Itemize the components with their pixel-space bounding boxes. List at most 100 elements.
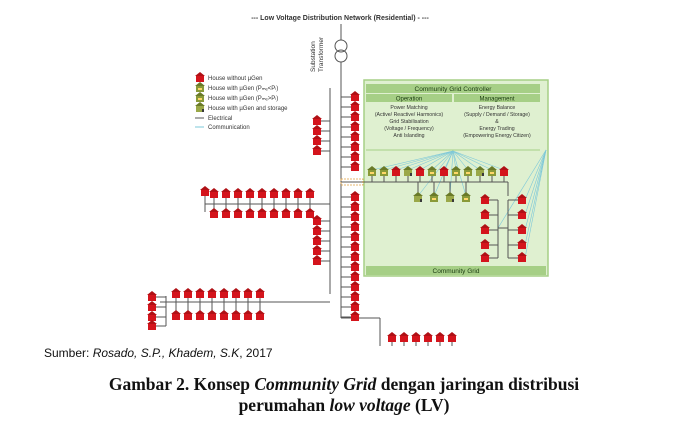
house-icon	[447, 332, 457, 342]
management-line: Energy Trading	[479, 126, 514, 132]
management-line: Energy Balance	[479, 105, 516, 111]
house-icon	[171, 288, 181, 298]
operation-line: (Voltage / Frequency)	[384, 126, 434, 132]
house-icon	[350, 241, 360, 251]
figure-caption: Gambar 2. Konsep Community Grid dengan j…	[0, 374, 688, 416]
house-icon	[312, 115, 322, 125]
house-icon	[312, 245, 322, 255]
source-citation: Sumber: Rosado, S.P., Khadem, S.K, 2017	[44, 346, 273, 360]
house-icon	[350, 261, 360, 271]
house-icon	[255, 310, 265, 320]
house-icon	[350, 231, 360, 241]
substation-transformer-icon	[334, 24, 348, 74]
legend-label-house-without-ugen: House without µGen	[208, 76, 263, 82]
legend-label-house-ugen-high: House with µGen (Pₘₑ>Pₗ)	[208, 96, 278, 102]
caption-text: dengan jaringan distribusi	[376, 374, 580, 394]
house-icon	[147, 301, 157, 311]
house-icon	[195, 288, 205, 298]
house-icon	[350, 191, 360, 201]
house-icon	[147, 320, 157, 330]
house-icon	[350, 101, 360, 111]
caption-italic: Community Grid	[254, 374, 377, 394]
house-icon	[257, 208, 267, 218]
community-grid-connection-marker	[340, 178, 364, 186]
house-icon	[231, 288, 241, 298]
house-icon	[233, 188, 243, 198]
operation-line: (Active/ Reactive/ Harmonics)	[375, 112, 444, 118]
caption-text: perumahan	[238, 395, 330, 415]
house-icon	[293, 188, 303, 198]
house-icon	[312, 145, 322, 155]
management-line: (Empowering Energy Citizen)	[463, 133, 531, 139]
red-house-icon	[195, 72, 205, 82]
management-line: (Supply / Demand / Storage)	[464, 112, 530, 118]
operation-line: Grid Stabilisation	[389, 119, 428, 125]
house-icon	[350, 291, 360, 301]
green-house-storage-icon	[195, 102, 205, 112]
source-year: , 2017	[239, 346, 273, 360]
transformer-label-transformer: Transformer	[318, 36, 325, 72]
house-icon	[305, 208, 315, 218]
house-icon	[243, 310, 253, 320]
house-icon	[200, 186, 210, 196]
operation-header	[366, 94, 452, 102]
house-icon	[209, 188, 219, 198]
legend-label-communication: Communication	[208, 125, 250, 131]
house-icon	[245, 188, 255, 198]
house-icon	[350, 311, 360, 321]
house-icon	[281, 208, 291, 218]
caption-italic: low voltage	[329, 395, 411, 415]
house-icon	[245, 208, 255, 218]
controller-title-bar	[366, 84, 540, 93]
community-grid-bar	[366, 266, 546, 275]
source-prefix: Sumber:	[44, 346, 93, 360]
green-house-pv-icon	[195, 82, 205, 92]
house-icon	[195, 310, 205, 320]
house-icon	[269, 208, 279, 218]
house-icon	[183, 288, 193, 298]
management-header	[454, 94, 540, 102]
legend-label-house-ugen-storage: House with µGen and storage	[208, 106, 288, 112]
management-line: &	[495, 119, 499, 125]
diagram-title: --- Low Voltage Distribution Network (Re…	[251, 15, 429, 22]
house-icon	[219, 288, 229, 298]
house-icon	[207, 310, 217, 320]
house-icon	[221, 188, 231, 198]
house-icon	[209, 208, 219, 218]
house-icon	[350, 131, 360, 141]
green-house-pv-icon	[195, 92, 205, 102]
house-icon	[233, 208, 243, 218]
house-icon	[183, 310, 193, 320]
legend-label-electrical: Electrical	[208, 116, 232, 122]
legend: House without µGen House with µGen (Pₘₑ<…	[195, 72, 288, 131]
house-icon	[350, 91, 360, 101]
house-icon	[350, 121, 360, 131]
house-icon	[350, 111, 360, 121]
house-icon	[312, 225, 322, 235]
caption-text: (LV)	[410, 395, 450, 415]
house-icon	[350, 211, 360, 221]
house-icon	[219, 310, 229, 320]
house-icon	[350, 281, 360, 291]
house-icon	[243, 288, 253, 298]
caption-text: Gambar 2. Konsep	[108, 374, 255, 394]
house-icon	[312, 125, 322, 135]
house-icon	[147, 291, 157, 301]
community-grid-diagram: --- Low Voltage Distribution Network (Re…	[147, 15, 549, 346]
caption-line-1: Gambar 2. Konsep Community Grid dengan j…	[0, 374, 688, 395]
operation-line: Power Matching	[390, 105, 427, 111]
house-icon	[350, 141, 360, 151]
house-icon	[350, 151, 360, 161]
house-icon	[399, 332, 409, 342]
operation-line: Anti Islanding	[393, 133, 424, 139]
house-icon	[281, 188, 291, 198]
house-icon	[147, 311, 157, 321]
controller-title: Community Grid Controller	[415, 86, 493, 93]
house-icon	[255, 288, 265, 298]
house-icon	[293, 208, 303, 218]
communication-lines	[371, 149, 547, 259]
house-icon	[231, 310, 241, 320]
house-icon	[387, 332, 397, 342]
operation-heading: Operation	[396, 97, 422, 103]
house-icon	[312, 255, 322, 265]
